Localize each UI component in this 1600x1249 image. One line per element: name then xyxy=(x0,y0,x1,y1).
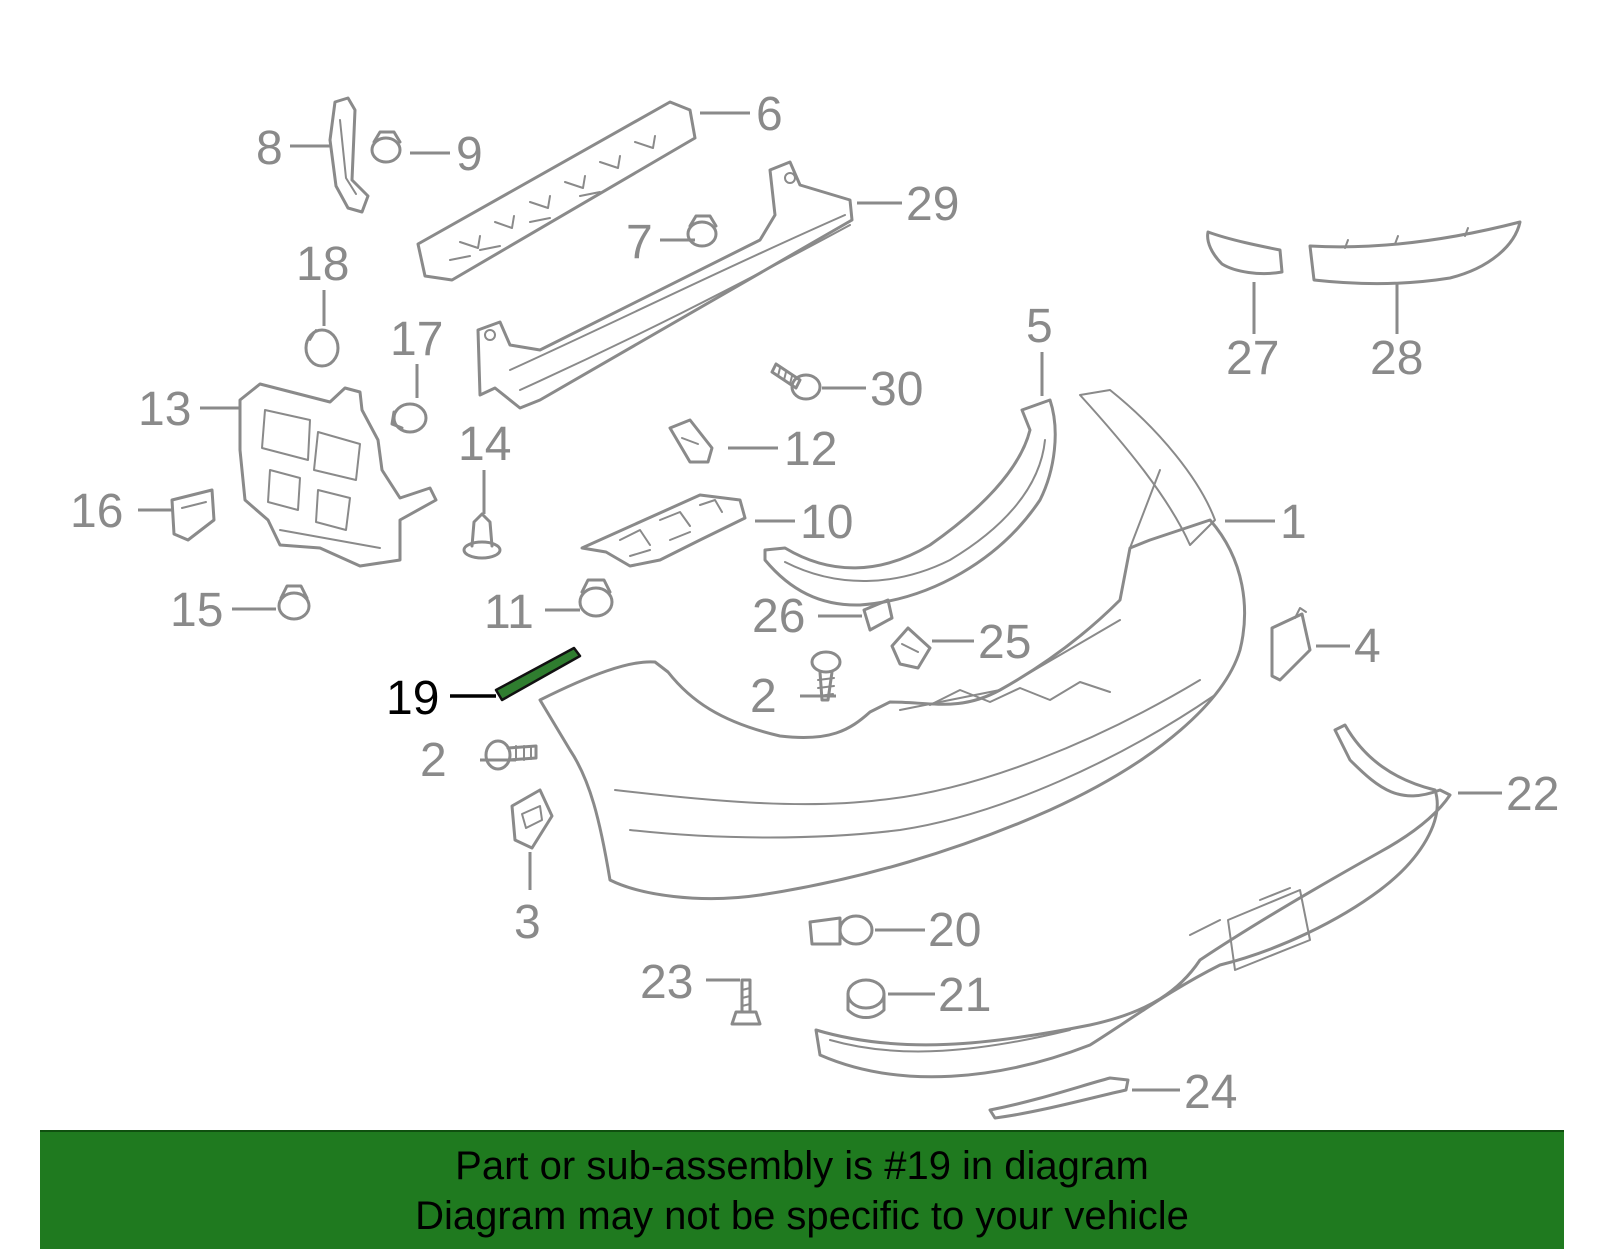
part-27-reflector[interactable] xyxy=(1206,230,1284,276)
callout-22: 22 xyxy=(1506,768,1559,821)
callout-17: 17 xyxy=(390,313,443,366)
part-17-grommet[interactable] xyxy=(390,402,428,434)
callout-27: 27 xyxy=(1226,332,1279,385)
callout-labels: 1 2 2 3 4 5 6 7 8 9 10 11 12 13 14 15 16… xyxy=(70,88,1559,1119)
part-5-reinforcement[interactable] xyxy=(763,398,1057,607)
part-21-sensor[interactable] xyxy=(846,978,886,1019)
callout-18: 18 xyxy=(296,238,349,291)
part-24-trim-strip[interactable] xyxy=(988,1076,1130,1120)
part-13-mount-bracket[interactable] xyxy=(238,382,438,568)
callout-29: 29 xyxy=(906,178,959,231)
part-29-beam[interactable] xyxy=(476,160,854,410)
callout-28: 28 xyxy=(1370,332,1423,385)
callout-20: 20 xyxy=(928,904,981,957)
callout-21: 21 xyxy=(938,969,991,1022)
part-2-screw-upper[interactable] xyxy=(810,650,842,702)
part-20-sensor-holder[interactable] xyxy=(808,914,874,946)
callout-6: 6 xyxy=(756,88,783,141)
info-banner: Part or sub-assembly is #19 in diagram D… xyxy=(40,1130,1564,1249)
part-6-absorber[interactable] xyxy=(416,100,697,282)
part-12-clip[interactable] xyxy=(668,418,714,464)
callout-30: 30 xyxy=(870,363,923,416)
callout-25: 25 xyxy=(978,616,1031,669)
callout-19: 19 xyxy=(386,672,439,725)
callout-2-upper: 2 xyxy=(750,670,777,723)
part-22-lower-valance[interactable] xyxy=(814,723,1452,1079)
part-25-clip[interactable] xyxy=(890,626,932,670)
callout-16: 16 xyxy=(70,485,123,538)
callout-13: 13 xyxy=(138,383,191,436)
part-18-plug[interactable] xyxy=(304,328,340,368)
callout-9: 9 xyxy=(456,128,483,181)
banner-line-part-number: Part or sub-assembly is #19 in diagram xyxy=(455,1143,1149,1188)
part-9-nut[interactable] xyxy=(370,130,402,164)
callout-5: 5 xyxy=(1026,300,1053,353)
callout-10: 10 xyxy=(800,496,853,549)
part-4-bracket[interactable] xyxy=(1270,607,1312,682)
part-23-bolt[interactable] xyxy=(730,978,762,1026)
banner-line-disclaimer: Diagram may not be specific to your vehi… xyxy=(415,1193,1189,1238)
part-16-clip[interactable] xyxy=(170,488,216,542)
callout-1: 1 xyxy=(1280,496,1307,549)
callout-4: 4 xyxy=(1354,620,1381,673)
part-14-push-pin[interactable] xyxy=(462,512,502,560)
part-1-bumper-cover[interactable] xyxy=(538,389,1247,901)
callout-8: 8 xyxy=(256,122,283,175)
leader-lines xyxy=(138,111,1502,1092)
callout-23: 23 xyxy=(640,956,693,1009)
part-30-bolt[interactable] xyxy=(770,362,822,401)
callout-2-lower: 2 xyxy=(420,734,447,787)
part-2-screw-lower[interactable] xyxy=(484,739,538,771)
part-10-guide[interactable] xyxy=(580,493,747,568)
callout-7: 7 xyxy=(626,216,653,269)
callout-24: 24 xyxy=(1184,1066,1237,1119)
part-28-reflector[interactable] xyxy=(1308,220,1522,285)
callout-26: 26 xyxy=(752,590,805,643)
callout-12: 12 xyxy=(784,423,837,476)
part-26-retainer[interactable] xyxy=(862,598,894,632)
parts-diagram: 1 2 2 3 4 5 6 7 8 9 10 11 12 13 14 15 16… xyxy=(70,88,1559,1120)
part-7-nut[interactable] xyxy=(686,214,718,248)
part-19-moulding-strip[interactable] xyxy=(494,646,582,702)
part-11-nut[interactable] xyxy=(578,578,614,618)
callout-11: 11 xyxy=(484,586,534,639)
callout-15: 15 xyxy=(170,584,223,637)
part-3-clip[interactable] xyxy=(510,788,554,850)
part-8-bracket[interactable] xyxy=(328,96,370,214)
callout-14: 14 xyxy=(458,418,511,471)
callout-3: 3 xyxy=(514,896,541,949)
part-15-nut[interactable] xyxy=(277,584,311,621)
